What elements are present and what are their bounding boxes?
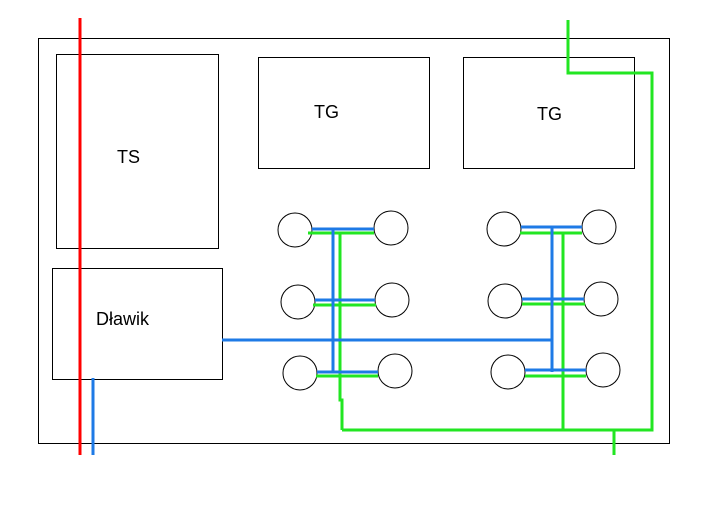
ts-label: TS xyxy=(117,147,140,167)
neutral-wires xyxy=(91,225,586,455)
choke-label: Dławik xyxy=(96,309,150,329)
tg-right-box xyxy=(463,57,635,169)
earth-wires xyxy=(308,20,654,455)
capacitor xyxy=(373,210,409,246)
capacitor xyxy=(490,354,526,390)
ts-box xyxy=(56,54,219,249)
capacitor xyxy=(374,282,410,318)
capacitor xyxy=(583,281,619,317)
capacitor xyxy=(377,353,413,389)
choke-block: Dławik xyxy=(52,268,223,380)
capacitor xyxy=(277,212,313,248)
tg-left-label: TG xyxy=(314,102,339,122)
tg-right-label: TG xyxy=(537,104,562,124)
earth-wire-top xyxy=(566,20,654,455)
tg-right-block: TG xyxy=(463,57,635,169)
capacitor xyxy=(486,211,522,247)
capacitor xyxy=(585,352,621,388)
capacitor xyxy=(280,284,316,320)
earth-wire-left-riser xyxy=(338,233,344,430)
tg-left-box xyxy=(258,57,430,169)
capacitor xyxy=(487,283,523,319)
capacitor-bank-right xyxy=(486,209,621,390)
capacitor xyxy=(282,355,318,391)
capacitor xyxy=(581,209,617,245)
ts-block: TS xyxy=(56,54,219,249)
tg-left-block: TG xyxy=(258,57,430,169)
